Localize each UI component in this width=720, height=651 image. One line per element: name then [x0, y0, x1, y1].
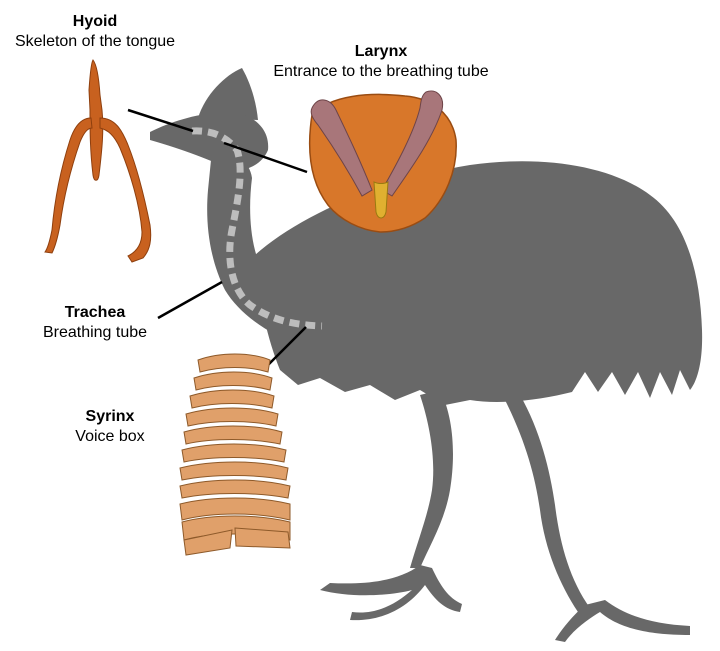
foot-left-shape — [320, 565, 462, 621]
head-shape — [150, 112, 269, 171]
larynx-subtitle: Entrance to the breathing tube — [273, 63, 489, 80]
leader-lines — [127, 108, 308, 366]
hyoid-bone-image — [44, 59, 152, 263]
casque-shape — [198, 68, 258, 120]
body-shape — [255, 161, 703, 405]
trachea-label: Trachea Breathing tube — [30, 303, 160, 343]
hyoid-title: Hyoid — [72, 13, 118, 30]
larynx-glottis — [373, 181, 389, 219]
leg-left-shape — [410, 390, 453, 568]
trachea-leader-line — [157, 280, 223, 320]
larynx-image — [308, 90, 457, 233]
larynx-left-cartilage — [310, 99, 373, 197]
larynx-leader-line — [223, 141, 308, 174]
larynx-label: Larynx Entrance to the breathing tube — [256, 42, 506, 82]
hyoid-subtitle: Skeleton of the tongue — [14, 33, 176, 50]
leg-right-shape — [505, 395, 590, 612]
foot-right-shape — [555, 600, 690, 642]
syrinx-subtitle: Voice box — [75, 428, 145, 445]
trachea-dashed-path — [191, 127, 323, 330]
larynx-right-cartilage — [381, 90, 444, 197]
syrinx-title: Syrinx — [85, 408, 135, 425]
hyoid-label: Hyoid Skeleton of the tongue — [0, 12, 190, 52]
hyoid-leader-line — [127, 108, 194, 133]
syrinx-image — [179, 353, 291, 556]
trachea-subtitle: Breathing tube — [42, 324, 148, 341]
syrinx-leader-line — [267, 326, 307, 366]
trachea-title: Trachea — [64, 304, 126, 321]
syrinx-label: Syrinx Voice box — [60, 407, 160, 447]
larynx-title: Larynx — [354, 43, 408, 60]
